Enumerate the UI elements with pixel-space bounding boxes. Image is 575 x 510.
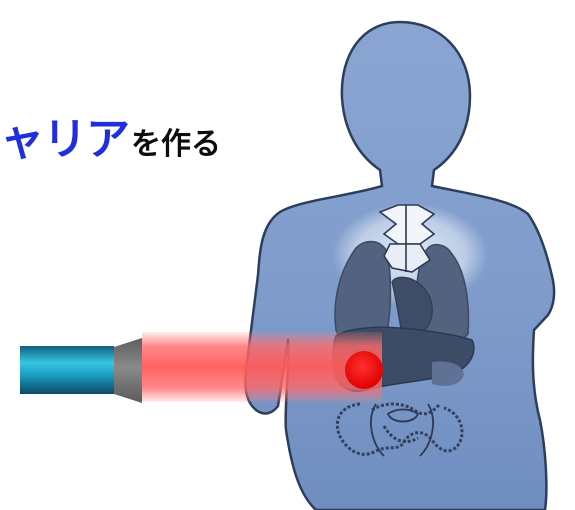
device-body	[20, 346, 114, 394]
target-spot	[345, 351, 383, 389]
light-device	[20, 338, 142, 403]
device-head	[114, 338, 142, 403]
